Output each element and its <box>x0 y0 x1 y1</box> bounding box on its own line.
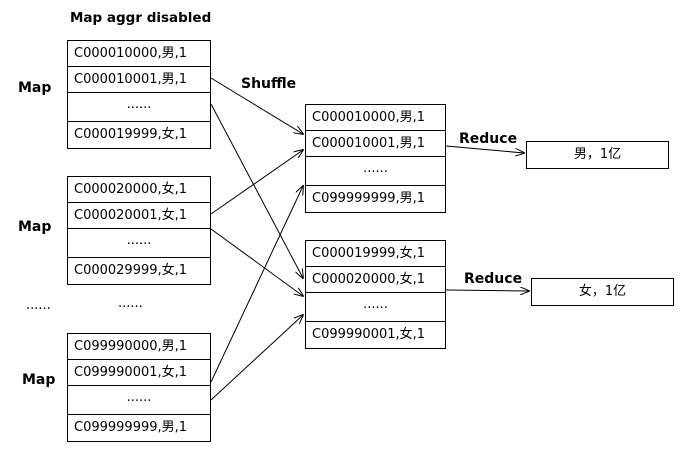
map-row-ellipsis: ...... <box>68 386 210 415</box>
reduce-row: C000010001,男,1 <box>306 131 445 157</box>
reduce-label-2: Reduce <box>464 271 523 287</box>
reduce-row: C099999999,男,1 <box>312 191 426 206</box>
reduce-row: C000019999,女,1 <box>306 241 445 267</box>
reduce-table-female: C000019999,女,1 C000020000,女,1 ...... C09… <box>305 240 446 349</box>
reduce-label-1: Reduce <box>459 131 518 147</box>
map-label-1: Map <box>18 80 52 96</box>
arrow-m3-to-r1 <box>210 186 303 383</box>
map-row: C000010001,男,1 <box>68 67 210 93</box>
map-row: C099990001,女,1 <box>68 360 210 386</box>
diagram-title: Map aggr disabled <box>70 10 212 26</box>
reduce-row-ellipsis: ...... <box>306 157 445 186</box>
map-row-ellipsis: ...... <box>68 229 210 258</box>
map-row: C000010000,男,1 <box>68 41 210 67</box>
arrow-m2-to-r2 <box>210 228 303 296</box>
reduce-row: C099990001,女,1 <box>312 327 426 342</box>
arrow-m2-to-r1 <box>210 150 303 215</box>
result-box-female: 女，1亿 <box>531 278 674 306</box>
reduce-row-ellipsis: ...... <box>306 293 445 322</box>
arrow-m1-to-r1 <box>210 77 303 134</box>
reduce-row: C000010000,男,1 <box>306 105 445 131</box>
map-table-1: C000010000,男,1 C000010001,男,1 ...... C00… <box>67 40 211 149</box>
map-row-ellipsis: ...... <box>68 93 210 122</box>
map-table-2: C000020000,女,1 C000020001,女,1 ...... C00… <box>67 176 211 285</box>
map-ellipsis-label: ...... <box>26 298 51 313</box>
arrow-m1-to-r2 <box>210 103 303 278</box>
map-label-3: Map <box>22 372 56 388</box>
map-row: C099990000,男,1 <box>68 334 210 360</box>
map-row: C000020001,女,1 <box>68 203 210 229</box>
map-row: C000019999,女,1 <box>74 127 188 142</box>
map-ellipsis-center: ...... <box>118 296 143 311</box>
arrow-r2-to-result <box>445 290 529 291</box>
map-table-3: C099990000,男,1 C099990001,女,1 ...... C09… <box>67 333 211 442</box>
map-label-2: Map <box>18 219 52 235</box>
arrow-r1-to-result <box>445 145 524 153</box>
reduce-row: C000020000,女,1 <box>306 267 445 293</box>
reduce-table-male: C000010000,男,1 C000010001,男,1 ...... C09… <box>305 104 446 213</box>
map-row: C099999999,男,1 <box>74 420 188 435</box>
map-row: C000029999,女,1 <box>74 263 188 278</box>
arrow-m3-to-r2 <box>210 315 303 401</box>
shuffle-label: Shuffle <box>241 76 297 92</box>
map-row: C000020000,女,1 <box>68 177 210 203</box>
result-box-male: 男，1亿 <box>526 141 669 169</box>
